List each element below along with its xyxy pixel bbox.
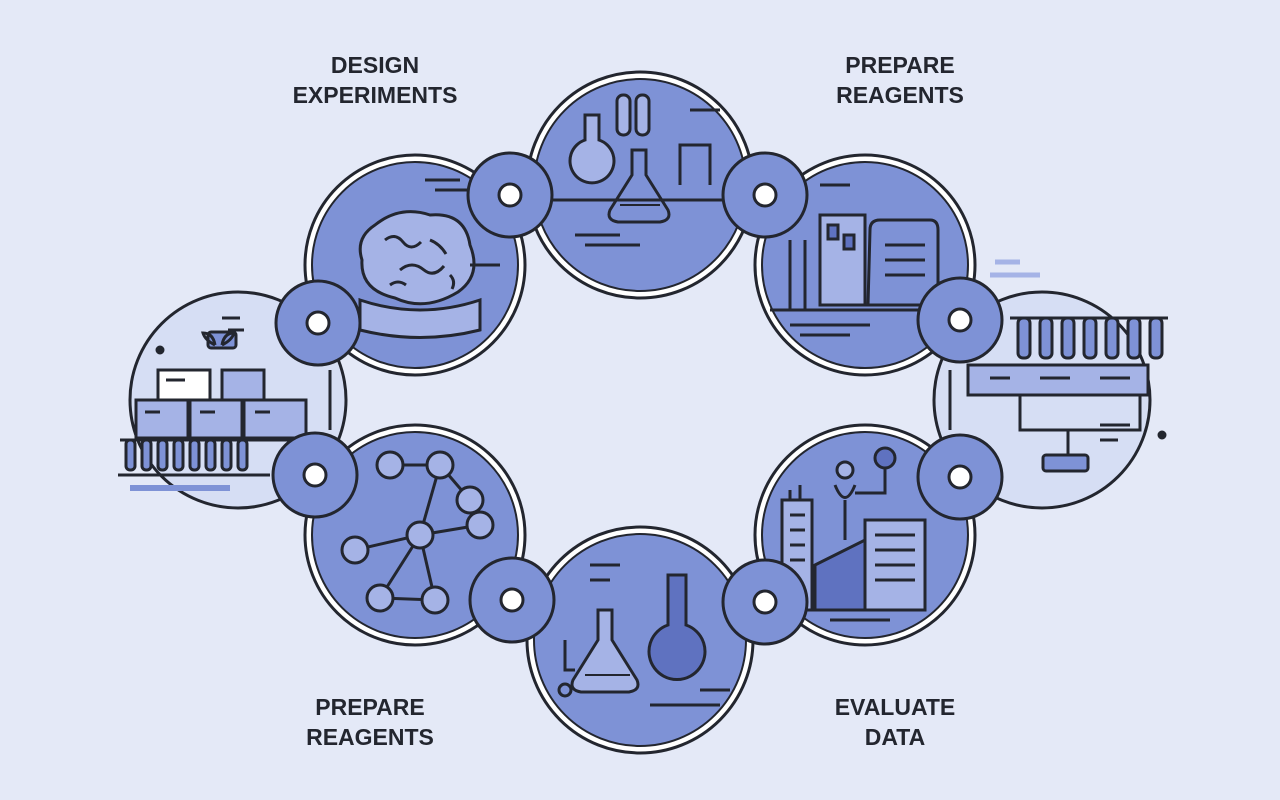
stage-label-design-experiments: DESIGN EXPERIMENTS [270,50,480,110]
node-left-lower [271,431,359,519]
node-bottom-right [721,558,809,646]
test-tube-rack-icon [966,259,1168,473]
stage-label-line: PREPARE [845,52,955,78]
stage-label-line: DESIGN [330,52,420,78]
node-left-upper [274,279,362,367]
stage-label-line: PREPARE [315,694,425,720]
node-top-right [721,151,809,239]
stage-label-prepare-reagents-top: PREPARE REAGENTS [800,50,1000,110]
node-top-left [466,151,554,239]
stage-label-line: EVALUATE [834,694,956,720]
stage-label-evaluate-data: EVALUATE DATA [795,692,995,752]
stage-label-line: REAGENTS [836,82,964,108]
lab-equipment-icon [770,183,960,337]
node-right-lower [916,433,1004,521]
stage-label-line: EXPERIMENTS [292,82,458,108]
stage-label-line: REAGENTS [306,724,434,750]
stage-label-prepare-reagents-bottom: PREPARE REAGENTS [265,692,475,752]
seedling-crates-icon [118,316,308,491]
node-right-upper [916,276,1004,364]
node-bottom-left [468,556,556,644]
connector-nodes [271,151,1004,646]
flask-lab-icon [540,93,740,247]
amoeba-cell-icon [358,178,500,339]
molecule-network-icon [340,450,495,615]
stage-label-line: DATA [864,724,926,750]
flasks-icon [557,563,730,707]
